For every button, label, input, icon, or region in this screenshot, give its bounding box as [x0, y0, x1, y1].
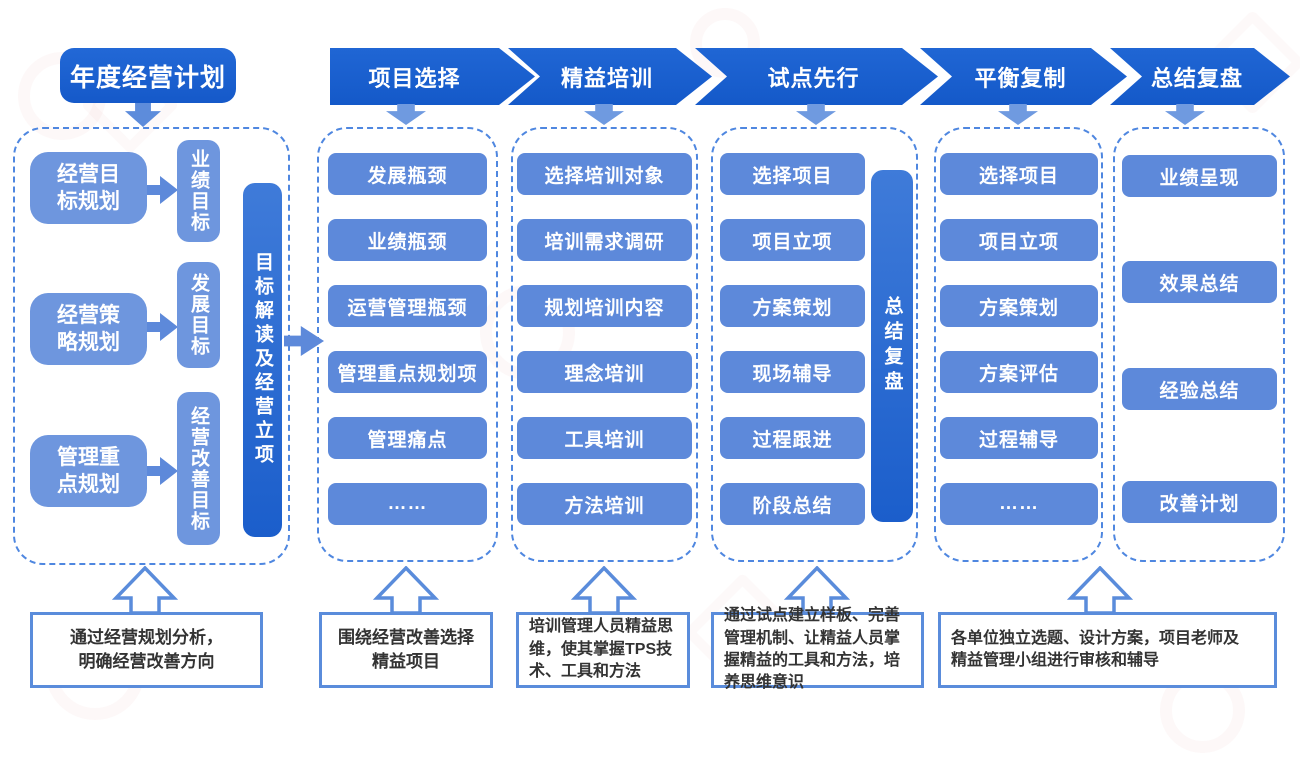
list-item: 方案策划: [720, 285, 865, 327]
list-item: 方案评估: [940, 351, 1098, 393]
summary-review-bar: 总结复盘: [871, 170, 913, 522]
note-planning: 通过经营规划分析， 明确经营改善方向: [30, 612, 263, 688]
stage-label: 总结复盘: [1150, 65, 1243, 91]
list-item: 管理重点规划项: [328, 351, 487, 393]
list-item: 选择培训对象: [517, 153, 692, 195]
up-arrow-icon: [1066, 566, 1134, 614]
panel-summary-review: [1113, 127, 1285, 562]
annual-plan-title: 年度经营计划: [60, 48, 236, 103]
list-item: 改善计划: [1122, 481, 1277, 523]
list-item: 现场辅导: [720, 351, 865, 393]
down-arrow-icon: [796, 104, 836, 125]
planning-source-box: 经营目 标规划: [30, 152, 147, 224]
list-item: 发展瓶颈: [328, 153, 487, 195]
planning-target-box: 经营改善目标: [177, 392, 220, 545]
planning-target-box: 发展目标: [177, 262, 220, 368]
up-arrow-icon: [570, 566, 638, 614]
list-item: 方法培训: [517, 483, 692, 525]
list-item: 方案策划: [940, 285, 1098, 327]
note-balance-replication: 各单位独立选题、设计方案，项目老师及 精益管理小组进行审核和辅导: [938, 612, 1277, 688]
list-item: 业绩瓶颈: [328, 219, 487, 261]
down-arrow-icon: [584, 104, 624, 125]
planning-target-box: 业绩目标: [177, 140, 220, 242]
panel-balance-replication: [934, 127, 1103, 562]
down-arrow-icon: [1165, 104, 1205, 125]
down-arrow-icon: [386, 104, 426, 125]
list-item: 管理痛点: [328, 417, 487, 459]
stage-label: 精益培训: [560, 65, 653, 91]
list-item: 过程辅导: [940, 417, 1098, 459]
list-item: 选择项目: [940, 153, 1098, 195]
list-item: 经验总结: [1122, 368, 1277, 410]
note-project-selection: 围绕经营改善选择 精益项目: [319, 612, 493, 688]
note-lean-training: 培训管理人员精益思 维，使其掌握TPS技 术、工具和方法: [516, 612, 690, 688]
list-item: 选择项目: [720, 153, 865, 195]
panel-pilot-first: [711, 127, 918, 562]
list-item: ……: [940, 483, 1098, 525]
planning-source-box: 管理重 点规划: [30, 435, 147, 507]
list-item: 过程跟进: [720, 417, 865, 459]
down-arrow-icon: [998, 104, 1038, 125]
stage-label: 平衡复制: [974, 65, 1067, 91]
list-item: 效果总结: [1122, 261, 1277, 303]
stage-summary-review: 总结复盘: [1110, 48, 1290, 105]
note-pilot-first: 通过试点建立样板、完善 管理机制、让精益人员掌 握精益的工具和方法，培 养思维意…: [711, 607, 924, 691]
stage-lean-training: 精益培训: [508, 48, 712, 105]
list-item: 项目立项: [940, 219, 1098, 261]
list-item: 培训需求调研: [517, 219, 692, 261]
list-item: 理念培训: [517, 351, 692, 393]
up-arrow-icon: [372, 566, 440, 614]
list-item: 阶段总结: [720, 483, 865, 525]
list-item: 业绩呈现: [1122, 155, 1277, 197]
list-item: ……: [328, 483, 487, 525]
up-arrow-icon: [111, 566, 179, 614]
stage-label: 项目选择: [368, 65, 461, 91]
stage-balance-replication: 平衡复制: [920, 48, 1127, 105]
list-item: 项目立项: [720, 219, 865, 261]
list-item: 运营管理瓶颈: [328, 285, 487, 327]
goal-interpretation-bar: 目标解读及经营立项: [243, 183, 282, 537]
stage-label: 试点先行: [767, 65, 860, 91]
panel-lean-training: [511, 127, 698, 562]
planning-source-box: 经营策 略规划: [30, 293, 147, 365]
list-item: 工具培训: [517, 417, 692, 459]
list-item: 规划培训内容: [517, 285, 692, 327]
stage-project-selection: 项目选择: [330, 48, 535, 105]
stage-pilot-first: 试点先行: [695, 48, 938, 105]
